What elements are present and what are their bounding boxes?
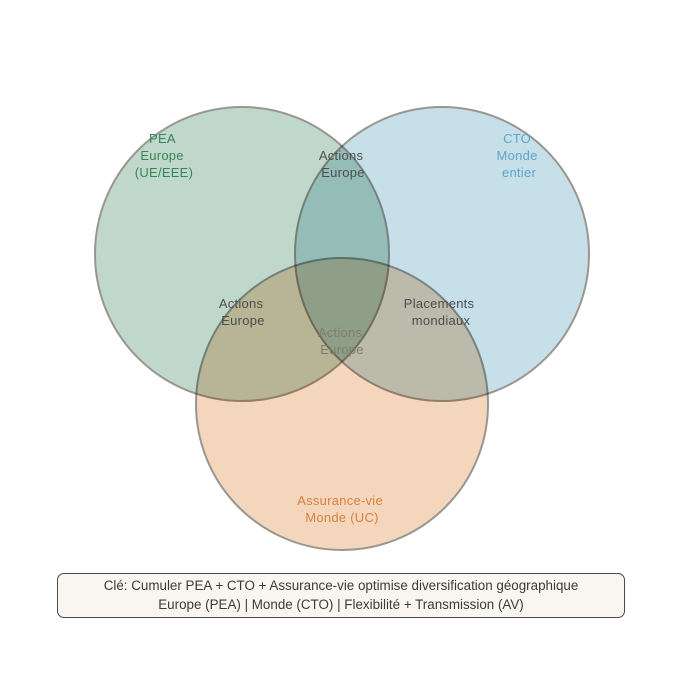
venn-circles (94, 106, 590, 551)
label-av: Assurance-vie Monde (UC) (297, 493, 387, 525)
venn-canvas: PEA Europe (UE/EEE) CTO Monde entier Act… (94, 106, 590, 551)
label-intersection-cto-av: Placements mondiaux (404, 296, 478, 328)
key-box: Clé: Cumuler PEA + CTO + Assurance-vie o… (57, 573, 625, 619)
label-pea: PEA Europe (UE/EEE) (135, 131, 193, 180)
label-intersection-pea-cto: Actions Europe (319, 148, 367, 180)
label-intersection-pea-av: Actions Europe (219, 296, 267, 328)
venn-labels: PEA Europe (UE/EEE) CTO Monde entier Act… (135, 131, 542, 525)
label-cto: CTO Monde entier (497, 131, 542, 180)
key-line-1: Clé: Cumuler PEA + CTO + Assurance-vie o… (103, 578, 579, 593)
key-line-2: Europe (PEA) | Monde (CTO) | Flexibilité… (158, 596, 524, 612)
circle-av (195, 257, 489, 551)
label-intersection-center: Actions Europe (318, 325, 366, 357)
